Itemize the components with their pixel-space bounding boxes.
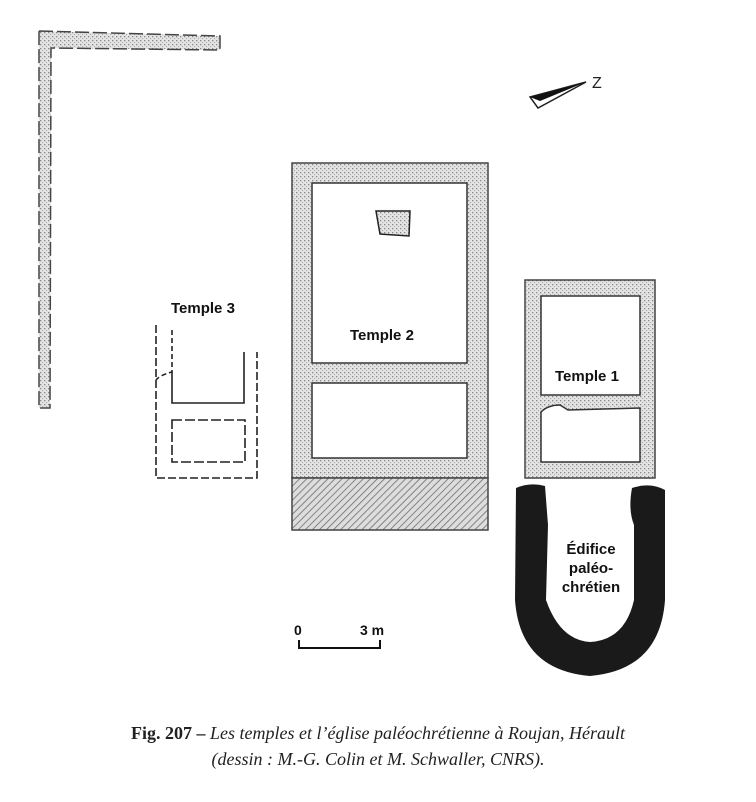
edifice-label-line: paléo- <box>568 560 614 577</box>
temple-2-plan <box>291 162 489 531</box>
temple-3-plan <box>155 325 258 479</box>
temple-2-label: Temple 2 <box>350 327 414 344</box>
figure-number: Fig. 207 – <box>131 723 206 743</box>
edifice-label: Édifice paléo- chrétien <box>548 540 634 597</box>
figure-caption: Fig. 207 – Les temples et l’église paléo… <box>0 723 756 744</box>
north-arrow-icon <box>528 81 587 109</box>
figure-title: Les temples et l’église paléochrétienne … <box>210 723 625 743</box>
temple-3-label: Temple 3 <box>171 300 235 317</box>
north-label: Z <box>592 75 602 92</box>
temple-1-plan <box>524 279 656 479</box>
enclosure-wall <box>38 30 221 409</box>
temple-1-label: Temple 1 <box>555 368 619 385</box>
edifice-label-line: Édifice <box>566 541 616 558</box>
paleochristian-building-plan <box>515 484 665 676</box>
scale-bar <box>298 640 381 649</box>
figure-credit: (dessin : M.-G. Colin et M. Schwaller, C… <box>211 749 545 769</box>
scale-start-label: 0 <box>294 622 302 638</box>
figure-credit-line: (dessin : M.-G. Colin et M. Schwaller, C… <box>0 749 756 770</box>
edifice-label-line: chrétien <box>561 579 621 596</box>
scale-end-label: 3 m <box>360 622 385 638</box>
